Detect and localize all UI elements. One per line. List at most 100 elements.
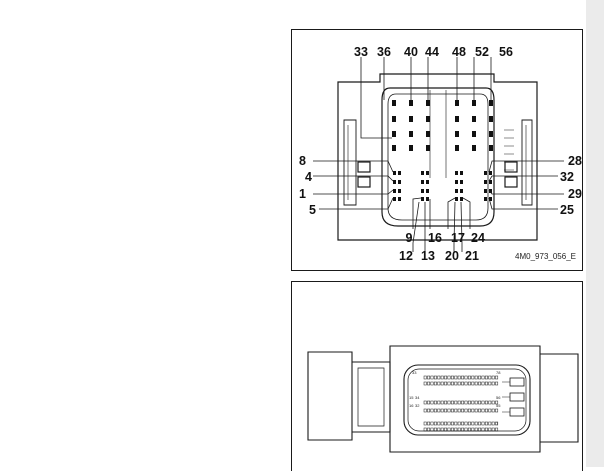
connector-body bbox=[389, 345, 541, 453]
side-pin-cell bbox=[427, 381, 431, 386]
side-pin-cell bbox=[454, 427, 458, 432]
side-pin-cell bbox=[478, 375, 482, 380]
side-pin-cell bbox=[471, 427, 475, 432]
pin-label-52: 52 bbox=[475, 45, 489, 59]
side-pin-cell bbox=[467, 400, 471, 405]
pin-marker-34: 34 bbox=[415, 395, 420, 400]
pin-marker-33: 33 bbox=[412, 370, 417, 375]
pin-label-29: 29 bbox=[568, 187, 582, 201]
pin-label-4: 4 bbox=[305, 170, 312, 184]
pin-label-20: 20 bbox=[445, 249, 459, 263]
pin-field-outline bbox=[403, 364, 531, 436]
side-pin-cell bbox=[447, 381, 451, 386]
side-pin-cell bbox=[450, 421, 454, 426]
side-pin-cell bbox=[433, 427, 437, 432]
side-pin-cell bbox=[433, 381, 437, 386]
pin-label-1: 1 bbox=[299, 187, 306, 201]
side-pin-cell bbox=[484, 408, 488, 413]
side-pin-cell bbox=[491, 381, 495, 386]
pin-group-3 bbox=[455, 171, 463, 201]
side-pin-cell bbox=[464, 381, 468, 386]
side-pin-cell bbox=[423, 427, 427, 432]
side-pin-cell bbox=[488, 375, 492, 380]
side-pin-cell bbox=[440, 375, 444, 380]
side-pin-cell bbox=[481, 427, 485, 432]
side-pin-cell bbox=[440, 400, 444, 405]
upper-pin-grid bbox=[392, 100, 493, 151]
side-pin-cell bbox=[484, 381, 488, 386]
pin-marker-16: 16 bbox=[409, 403, 414, 408]
connector-face-diagram: 33 36 40 44 48 52 56 8 4 1 5 28 32 29 25… bbox=[299, 45, 582, 263]
side-pin-cell bbox=[471, 375, 475, 380]
side-pin-cell bbox=[437, 421, 441, 426]
right-square-2 bbox=[504, 176, 518, 188]
side-pin-cell bbox=[464, 400, 468, 405]
side-pin-cell bbox=[427, 427, 431, 432]
side-pin-cell bbox=[457, 375, 461, 380]
pin-label-33: 33 bbox=[354, 45, 368, 59]
side-pin-cell bbox=[478, 400, 482, 405]
side-pin-cell bbox=[464, 421, 468, 426]
pin-marker-15: 15 bbox=[409, 395, 414, 400]
side-pin-cell bbox=[491, 375, 495, 380]
side-pin-cell bbox=[430, 400, 434, 405]
side-pin-cell bbox=[427, 408, 431, 413]
left-boot bbox=[307, 351, 353, 441]
pin-label-32: 32 bbox=[560, 170, 574, 184]
pin-label-28: 28 bbox=[568, 154, 582, 168]
bottom-upper-pin-labels: 9 16 17 24 bbox=[406, 231, 485, 245]
side-pin-cell bbox=[491, 400, 495, 405]
side-pin-cell bbox=[457, 421, 461, 426]
side-pin-cell bbox=[488, 427, 492, 432]
side-pin-cell bbox=[430, 375, 434, 380]
side-pin-cell bbox=[484, 375, 488, 380]
side-pin-cell bbox=[440, 421, 444, 426]
side-pin-cell bbox=[433, 375, 437, 380]
side-pin-cell bbox=[491, 408, 495, 413]
side-pin-cell bbox=[437, 427, 441, 432]
pin-label-16: 16 bbox=[428, 231, 442, 245]
connector-socket-outline bbox=[381, 87, 495, 227]
connector-side-diagram: 33 78 15 34 56 16 32 55 7 bbox=[307, 345, 579, 453]
side-pin-cell bbox=[440, 381, 444, 386]
pin-marker-56: 56 bbox=[496, 395, 501, 400]
side-pin-cell bbox=[454, 400, 458, 405]
side-pin-cell bbox=[478, 421, 482, 426]
side-pin-cell bbox=[467, 375, 471, 380]
right-latch bbox=[521, 119, 533, 206]
side-pin-cell bbox=[423, 375, 427, 380]
pin-label-25: 25 bbox=[560, 203, 574, 217]
side-pin-cell bbox=[444, 375, 448, 380]
side-pin-cell bbox=[457, 427, 461, 432]
right-ribs bbox=[504, 129, 514, 171]
side-pin-cell bbox=[474, 427, 478, 432]
side-pin-cell bbox=[481, 375, 485, 380]
side-pin-cell bbox=[495, 408, 499, 413]
pin-label-24: 24 bbox=[471, 231, 485, 245]
side-pin-cell bbox=[467, 381, 471, 386]
connector-face-diagram-panel: 33 36 40 44 48 52 56 8 4 1 5 28 32 29 25… bbox=[291, 29, 583, 271]
side-pin-cell bbox=[491, 427, 495, 432]
side-pin-cell bbox=[484, 421, 488, 426]
side-pin-cell bbox=[478, 381, 482, 386]
side-pin-cell bbox=[481, 381, 485, 386]
left-square-2 bbox=[357, 176, 371, 188]
side-pin-cell bbox=[461, 375, 465, 380]
connector-side-diagram-panel: 33 78 15 34 56 16 32 55 7 bbox=[291, 281, 583, 471]
side-pin-cell bbox=[467, 421, 471, 426]
connector-socket-inner-outline bbox=[387, 93, 489, 221]
side-pin-cell bbox=[484, 427, 488, 432]
side-pin-cell bbox=[495, 427, 499, 432]
pin-label-36: 36 bbox=[377, 45, 391, 59]
lower-pin-groups bbox=[393, 171, 492, 201]
side-pin-cell bbox=[447, 427, 451, 432]
side-block-3 bbox=[509, 407, 525, 417]
pin-marker-78: 78 bbox=[496, 370, 501, 375]
side-pin-cell bbox=[444, 400, 448, 405]
side-pin-cell bbox=[423, 381, 427, 386]
side-pin-cell bbox=[457, 381, 461, 386]
pin-group-4 bbox=[484, 171, 492, 201]
pin-label-21: 21 bbox=[465, 249, 479, 263]
side-pin-cell bbox=[481, 421, 485, 426]
side-pin-cell bbox=[457, 400, 461, 405]
